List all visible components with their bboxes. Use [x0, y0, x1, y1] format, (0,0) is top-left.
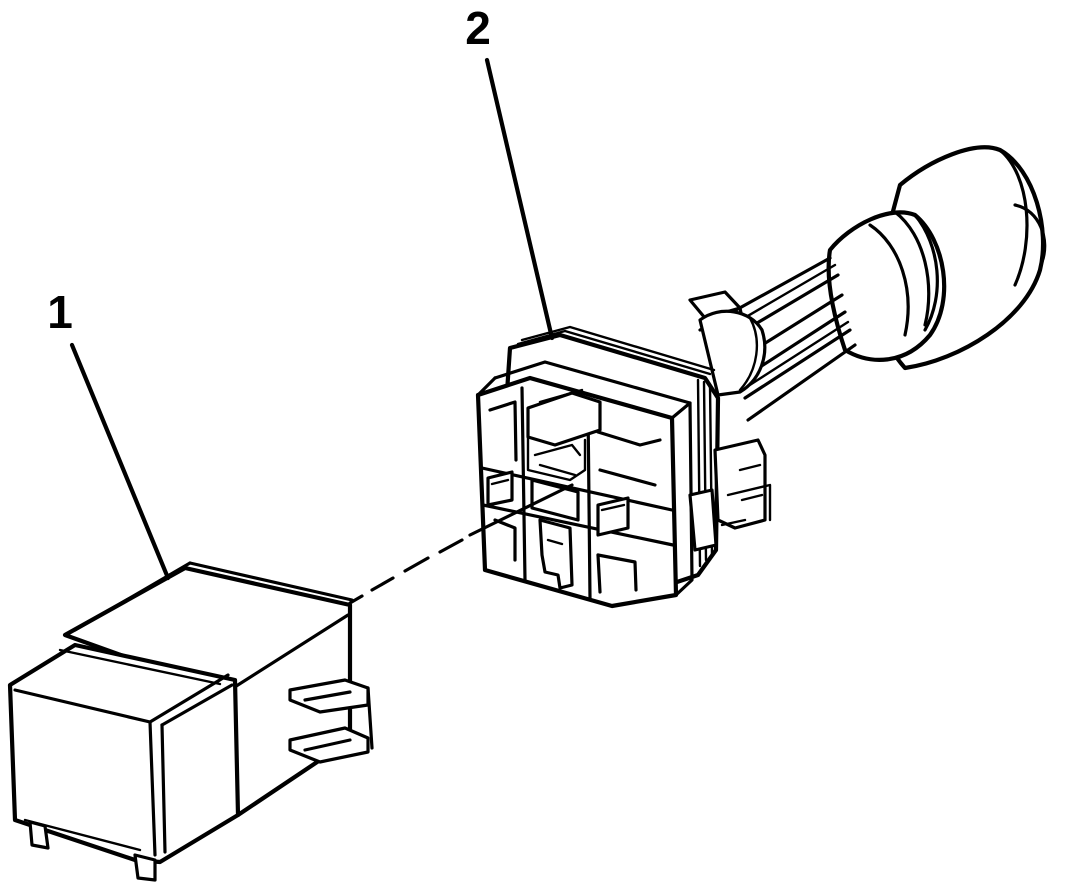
wire-harness [688, 145, 1047, 422]
connector-body [475, 325, 772, 609]
callout-1-leader [69, 342, 171, 581]
callout-1-label: 1 [47, 286, 73, 338]
relay-body [7, 561, 374, 882]
callout-2-label: 2 [465, 2, 491, 54]
alignment-dashed-line [348, 483, 574, 605]
callout-2-leader [484, 57, 555, 341]
